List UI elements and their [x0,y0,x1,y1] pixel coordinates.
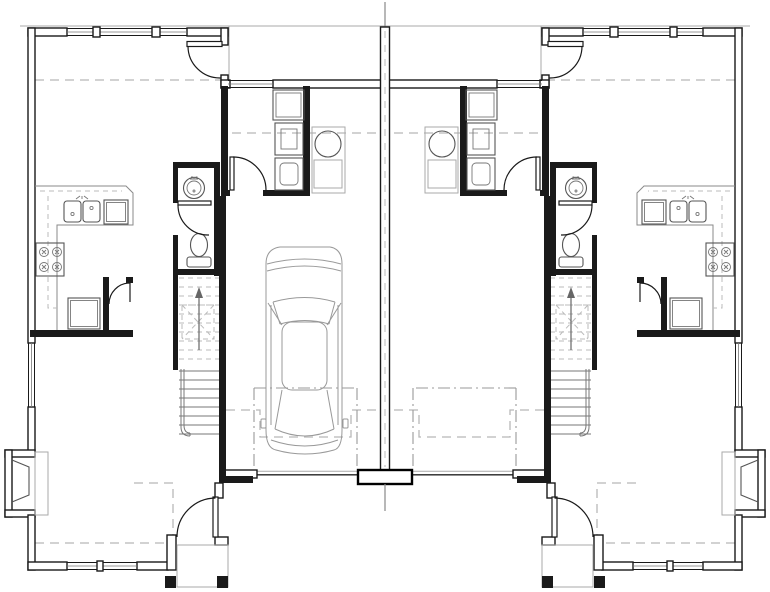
pantry-closet [108,282,131,305]
court-door [186,40,223,79]
car-hood [270,439,339,447]
car-windshield [274,389,335,437]
stair-up-arrow [195,287,203,350]
car-mirror [342,418,349,429]
refrigerator [67,297,101,330]
mechanical [311,126,346,194]
unit-right [384,25,766,589]
fireplace [11,451,49,516]
car-trunk [266,258,342,272]
unit-left [4,25,386,588]
upper-cabinet-dashed [47,196,57,309]
bathroom [177,176,212,268]
car-rear-window [272,297,336,325]
pedestal-sink [182,176,206,200]
stairway [179,277,219,437]
eave-line [20,25,385,80]
faucet [75,195,89,200]
upper-floor-dashed-outline [35,79,378,544]
dishwasher [103,199,129,225]
exterior-walls [4,27,386,571]
car-mirror [260,418,267,429]
porch-slab [176,544,229,588]
counter [35,185,134,330]
interior-walls [30,86,310,483]
porch-post [165,576,176,588]
hearth [34,451,49,516]
car-body [265,246,343,455]
utility-room [229,89,305,191]
stair-lower-treads [179,369,219,437]
stair-landing-x [181,304,215,340]
doors [176,40,223,538]
kitchen [35,185,134,330]
car [260,246,349,455]
porch-post [217,576,228,588]
furnace [313,159,343,189]
toilet [186,232,212,268]
window-mullion [151,26,161,38]
water-heater [314,130,342,158]
car-roof [281,321,328,391]
firebox [11,459,30,503]
front-door [176,496,219,538]
center-party-wall [356,2,414,511]
range [35,242,65,277]
washer-dryer-stack [272,89,305,191]
kitchen-sink [63,195,101,223]
bathroom-door [177,200,212,236]
handrail [180,369,191,437]
window-mullion [96,560,104,572]
party-wall-footing [356,468,414,486]
utility-door [229,156,267,191]
entry-porch [165,544,229,588]
windows [28,26,273,572]
window-mullion [92,26,101,38]
car-side-lines [267,302,342,425]
